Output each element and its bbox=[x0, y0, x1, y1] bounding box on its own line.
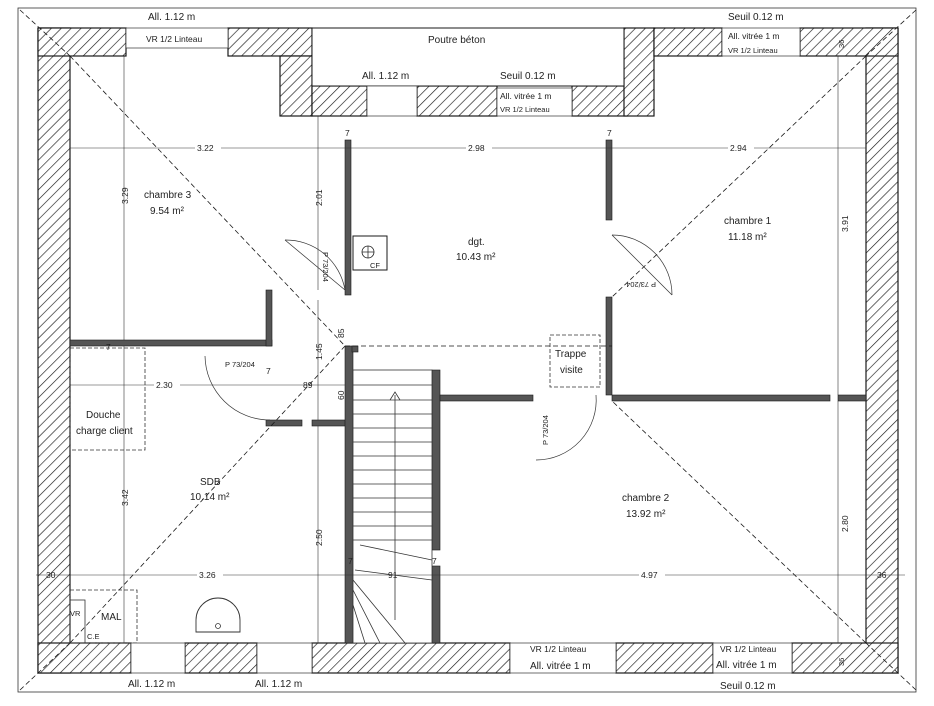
label-vitree-bottom-right: All. vitrée 1 m bbox=[716, 660, 777, 671]
label-all-left: All. 1.12 m bbox=[148, 12, 195, 23]
room-labels: chambre 3 9.54 m² dgt. 10.43 m² chambre … bbox=[144, 190, 772, 520]
label-lintel-mid: VR 1/2 Linteau bbox=[500, 105, 550, 114]
label-seuil-mid: Seuil 0.12 m bbox=[500, 71, 556, 82]
dim-7f: 7 bbox=[432, 556, 437, 566]
label-door-3: P 73/204 bbox=[225, 360, 255, 369]
dim-201: 2.01 bbox=[314, 189, 324, 206]
bottom-labels: All. 1.12 m All. 1.12 m VR 1/2 Linteau A… bbox=[128, 642, 793, 692]
dim-497: 4.97 bbox=[641, 570, 658, 580]
label-ce: C.E bbox=[87, 632, 100, 641]
label-vitree-right: All. vitrée 1 m bbox=[728, 31, 780, 41]
top-labels: All. 1.12 m VR 1/2 Linteau Poutre béton … bbox=[125, 12, 801, 117]
label-vitree-mid: All. vitrée 1 m bbox=[500, 91, 552, 101]
dimension-labels: 3.22 2.98 2.94 3.29 2.01 3.91 7 7 7 7 7 … bbox=[46, 40, 887, 666]
door-swings bbox=[204, 234, 673, 461]
exterior-walls bbox=[37, 27, 899, 674]
room-chambre2-area: 13.92 m² bbox=[626, 509, 666, 520]
label-seuil-bottom-right: Seuil 0.12 m bbox=[720, 681, 776, 692]
label-vr: VR bbox=[70, 609, 81, 618]
dim-85: 85 bbox=[336, 328, 346, 338]
dim-329: 3.29 bbox=[120, 187, 130, 204]
label-poutre: Poutre béton bbox=[428, 35, 485, 46]
dim-7d: 7 bbox=[266, 366, 271, 376]
label-trappe-1: Trappe bbox=[555, 349, 587, 360]
label-trappe-2: visite bbox=[560, 365, 583, 376]
dim-7e: 7 bbox=[348, 556, 353, 566]
label-door-4: P 73/204 bbox=[541, 415, 550, 445]
sink-shape bbox=[195, 597, 241, 633]
room-sdb-area: 10.14 m² bbox=[190, 492, 230, 503]
chimney-box bbox=[352, 235, 388, 271]
room-sdb-name: SDB bbox=[200, 477, 221, 488]
label-all-mid: All. 1.12 m bbox=[362, 71, 409, 82]
dim-342: 3.42 bbox=[120, 489, 130, 506]
roof-lines bbox=[19, 9, 917, 691]
label-lintel-bottom-mid: VR 1/2 Linteau bbox=[530, 644, 587, 654]
dim-230: 2.30 bbox=[156, 380, 173, 390]
dim-298: 2.98 bbox=[468, 143, 485, 153]
label-door-1: P 73/204 bbox=[321, 252, 330, 282]
dim-250: 2.50 bbox=[314, 529, 324, 546]
dim-294: 2.94 bbox=[730, 143, 747, 153]
label-vitree-bottom-mid: All. vitrée 1 m bbox=[530, 661, 591, 672]
dim-36a: 36 bbox=[877, 570, 887, 580]
dim-326: 3.26 bbox=[199, 570, 216, 580]
dim-7a: 7 bbox=[345, 128, 350, 138]
room-chambre3-area: 9.54 m² bbox=[150, 206, 185, 217]
label-lintel-bottom-right: VR 1/2 Linteau bbox=[720, 644, 777, 654]
dim-7c: 7 bbox=[106, 342, 111, 352]
dim-36b: 36 bbox=[837, 40, 846, 48]
label-door-2: P 73/204 bbox=[626, 280, 656, 289]
room-chambre1-name: chambre 1 bbox=[724, 216, 772, 227]
trappe-box bbox=[549, 334, 601, 388]
dim-91: 91 bbox=[388, 570, 398, 580]
dim-30: 30 bbox=[46, 570, 56, 580]
sheet-frame bbox=[17, 7, 917, 693]
label-all-1: All. 1.12 m bbox=[128, 679, 175, 690]
dim-145: 1.45 bbox=[314, 343, 324, 360]
dim-89: 89 bbox=[303, 380, 313, 390]
label-cf: CF bbox=[370, 261, 380, 270]
dim-391: 3.91 bbox=[840, 215, 850, 232]
label-all-2: All. 1.12 m bbox=[255, 679, 302, 690]
room-chambre2-name: chambre 2 bbox=[622, 493, 670, 504]
room-dgt-name: dgt. bbox=[468, 237, 485, 248]
label-lintel-right: VR 1/2 Linteau bbox=[728, 46, 778, 55]
label-mal: MAL bbox=[101, 612, 122, 623]
dim-322: 3.22 bbox=[197, 143, 214, 153]
dim-60: 60 bbox=[336, 390, 346, 400]
dim-36c: 36 bbox=[837, 658, 846, 666]
fixtures bbox=[69, 235, 601, 644]
fixture-labels: Douche charge client Trappe visite MAL V… bbox=[70, 261, 587, 641]
room-dgt-area: 10.43 m² bbox=[456, 252, 496, 263]
label-douche-1: Douche bbox=[86, 410, 121, 421]
door-labels: P 73/204 P 73/204 P 73/204 P 73/204 bbox=[225, 252, 656, 445]
dim-7b: 7 bbox=[607, 128, 612, 138]
staircase bbox=[352, 369, 433, 644]
label-douche-2: charge client bbox=[76, 426, 133, 437]
room-chambre1-area: 11.18 m² bbox=[728, 232, 767, 243]
label-seuil-right: Seuil 0.12 m bbox=[728, 12, 784, 23]
poutre-beton bbox=[311, 27, 625, 87]
label-lintel-left: VR 1/2 Linteau bbox=[146, 34, 203, 44]
shower-box bbox=[69, 347, 146, 451]
dim-280: 2.80 bbox=[840, 515, 850, 532]
room-chambre3-name: chambre 3 bbox=[144, 190, 192, 201]
